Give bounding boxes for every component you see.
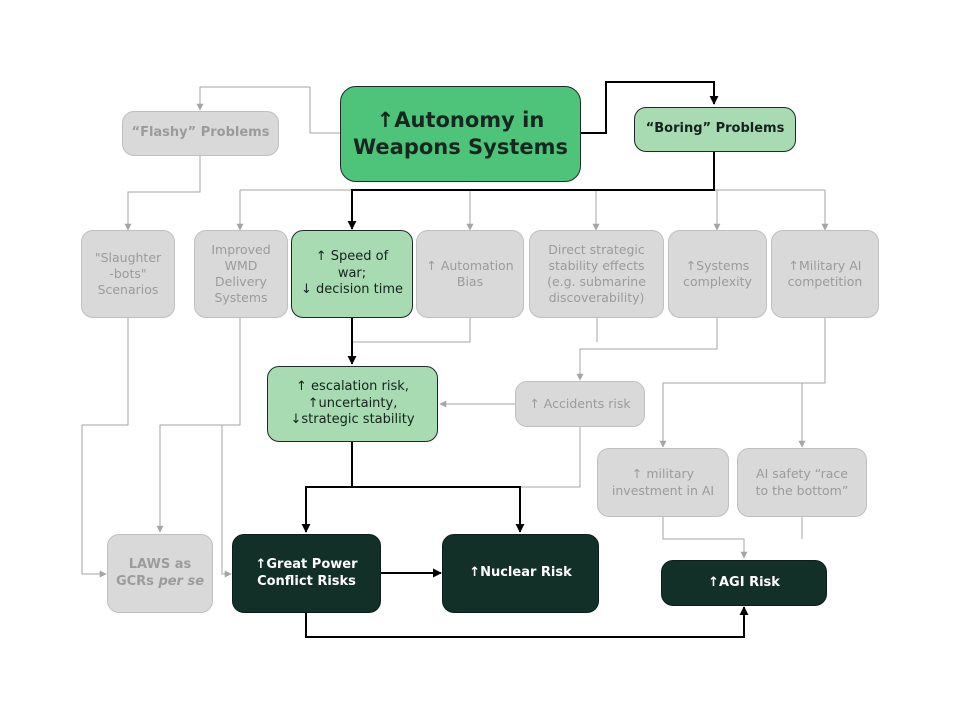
- node-great-power-conflict-label: ↑Great Power Conflict Risks: [255, 556, 358, 589]
- connector-flashy-to-slaughterbots: [124, 156, 201, 231]
- connector-automation-bias-join: [352, 318, 471, 343]
- node-accidents-risk-label: ↑ Accidents risk: [529, 395, 631, 411]
- node-nuclear-risk: ↑Nuclear Risk: [442, 534, 599, 613]
- node-speed-of-war: ↑ Speed of war; ↓ decision time: [291, 230, 413, 318]
- node-military-ai-competition: ↑Military AI competition: [771, 230, 879, 318]
- node-escalation-risk-label: ↑ escalation risk, ↑uncertainty, ↓strate…: [290, 378, 415, 428]
- connector-escalation-down: [301, 442, 353, 533]
- node-escalation-risk: ↑ escalation risk, ↑uncertainty, ↓strate…: [267, 366, 438, 442]
- node-autonomy-weapons: ↑Autonomy in Weapons Systems: [340, 86, 581, 182]
- node-wmd-delivery: Improved WMD Delivery Systems: [194, 230, 288, 318]
- node-race-to-bottom-label: AI safety “race to the bottom”: [755, 466, 849, 498]
- node-systems-complexity-label: ↑Systems complexity: [683, 257, 752, 289]
- node-autonomy-weapons-label: ↑Autonomy in Weapons Systems: [352, 108, 569, 159]
- connector-main-to-flashy: [196, 86, 340, 134]
- node-wmd-delivery-label: Improved WMD Delivery Systems: [211, 241, 271, 306]
- node-race-to-bottom: AI safety “race to the bottom”: [737, 448, 867, 517]
- node-strategic-stability: Direct strategic stability effects (e.g.…: [529, 230, 664, 318]
- node-boring-problems: “Boring” Problems: [634, 107, 796, 152]
- connector-wmd-to-great-power: [221, 425, 232, 578]
- node-boring-problems-label: “Boring” Problems: [645, 121, 785, 137]
- node-military-ai-competition-label: ↑Military AI competition: [787, 257, 863, 289]
- node-laws-gcrs: LAWS as GCRs per se: [107, 534, 213, 613]
- node-flashy-problems-label: “Flashy” Problems: [131, 125, 270, 141]
- node-agi-risk: ↑AGI Risk: [661, 560, 827, 606]
- connector-slaughterbots-to-laws: [81, 318, 129, 578]
- node-accidents-risk: ↑ Accidents risk: [515, 381, 645, 427]
- connector-military-ai-split: [659, 318, 826, 448]
- connector-main-to-boring: [581, 81, 719, 134]
- node-laws-gcrs-label: LAWS as GCRs per se: [116, 557, 204, 591]
- node-speed-of-war-label: ↑ Speed of war; ↓ decision time: [300, 248, 404, 298]
- connector-escalation-to-nuclear: [352, 486, 525, 533]
- laws-line-2: GCRs: [115, 573, 159, 589]
- connector-complexity-to-accidents: [576, 318, 718, 381]
- connector-great-power-to-agi: [305, 606, 749, 638]
- node-military-investment: ↑ military investment in AI: [597, 448, 729, 517]
- node-nuclear-risk-label: ↑Nuclear Risk: [469, 565, 572, 581]
- node-strategic-stability-label: Direct strategic stability effects (e.g.…: [547, 241, 646, 306]
- node-slaughterbots: "Slaughter -bots" Scenarios: [81, 230, 175, 318]
- node-slaughterbots-label: "Slaughter -bots" Scenarios: [94, 249, 162, 298]
- node-flashy-problems: “Flashy” Problems: [122, 111, 279, 156]
- connector-wmd-to-laws: [156, 318, 241, 533]
- laws-per-se: per se: [158, 573, 205, 589]
- node-great-power-conflict: ↑Great Power Conflict Risks: [232, 534, 381, 613]
- connector-investment-to-agi: [662, 517, 748, 559]
- connector-boring-to-speed: [347, 152, 715, 230]
- node-systems-complexity: ↑Systems complexity: [668, 230, 767, 318]
- node-automation-bias-label: ↑ Automation Bias: [426, 257, 514, 289]
- laws-line-1: LAWS as: [128, 556, 192, 572]
- node-agi-risk-label: ↑AGI Risk: [708, 574, 780, 590]
- node-military-investment-label: ↑ military investment in AI: [611, 466, 715, 498]
- node-automation-bias: ↑ Automation Bias: [416, 230, 524, 318]
